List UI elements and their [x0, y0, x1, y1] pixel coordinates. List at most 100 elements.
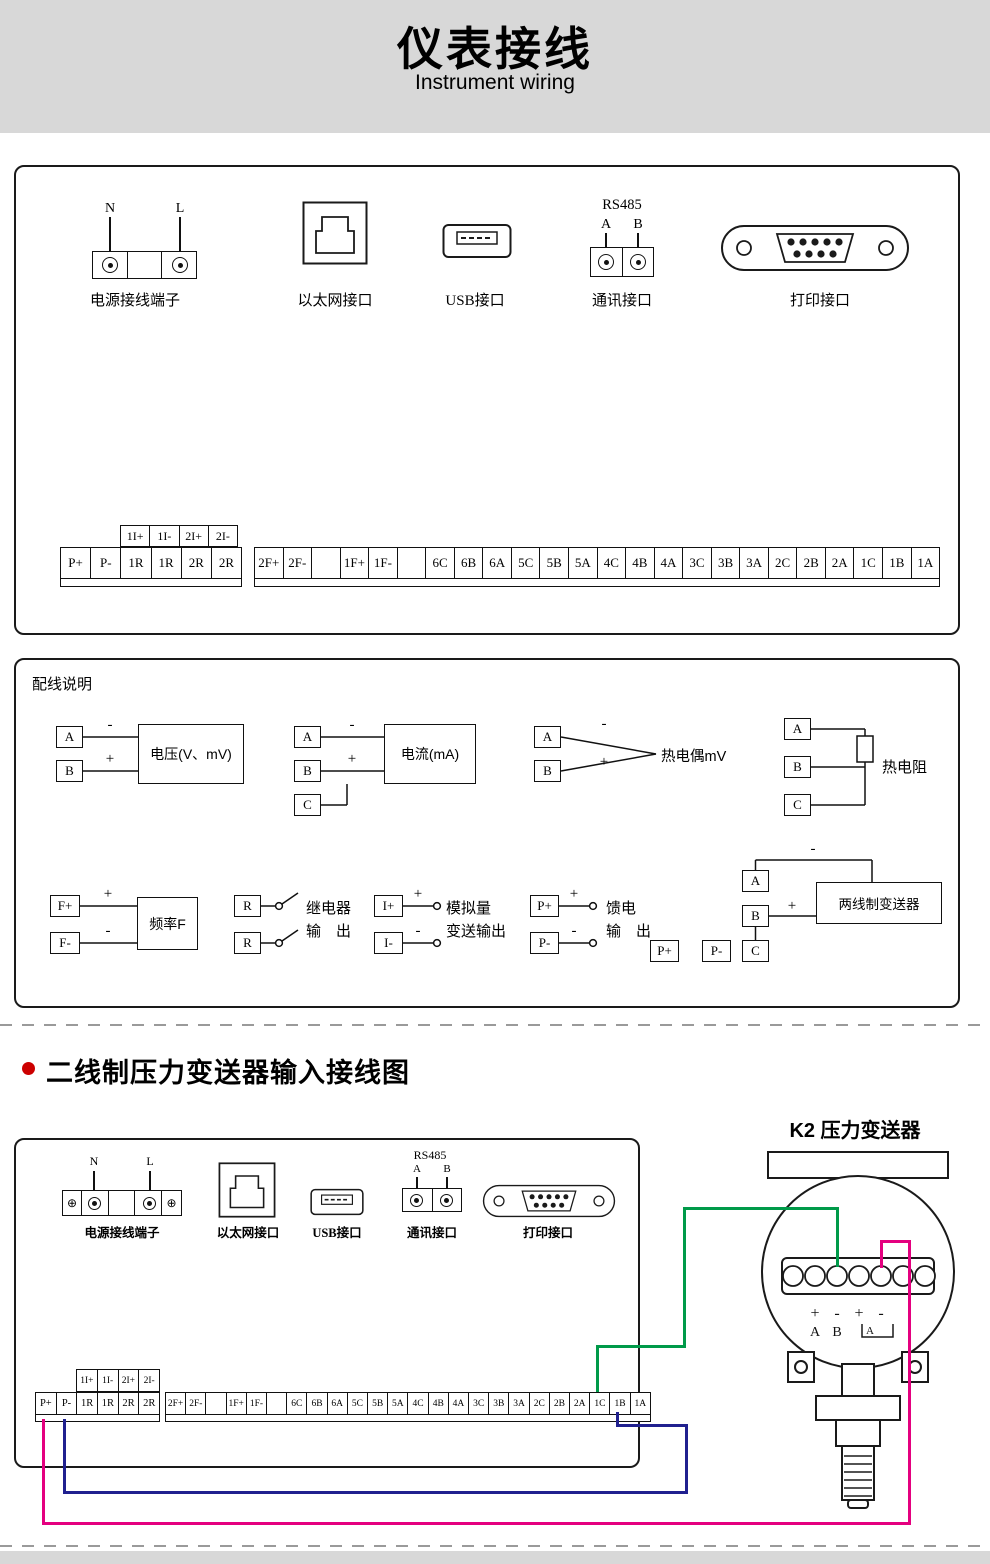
transmitter-label-b: B [832, 1325, 841, 1340]
terminal-cell: 6A [328, 1393, 348, 1414]
red-bullet [22, 1062, 35, 1075]
usb-caption: USB接口 [312, 1226, 362, 1240]
terminal-base [35, 1414, 160, 1422]
terminal-cell: 6C [287, 1393, 308, 1414]
blue-wire [685, 1424, 688, 1494]
minus-sign: - [107, 717, 113, 733]
terminal-cell: 4B [429, 1393, 449, 1414]
rs485-a-lead [416, 1177, 418, 1188]
power-screw-icon [102, 257, 118, 273]
transmitter-sign: - [834, 1305, 839, 1322]
terminal-cell: 3A [509, 1393, 530, 1414]
pressure-transmitter-drawing: + - + - A B A [761, 1151, 955, 1509]
terminal-cell: 2A [826, 548, 855, 578]
ethernet-port-icon [302, 201, 368, 265]
terminal-cell: 5B [540, 548, 570, 578]
terminal-cell: 2B [797, 548, 826, 578]
terminal-cell: 2B [550, 1393, 571, 1414]
plus-sign: + [569, 886, 579, 902]
terminal-cell: 1R [98, 1393, 119, 1414]
terminal-cell: 1R [77, 1393, 99, 1414]
resistor-icon [856, 735, 874, 763]
terminal-cell: 5A [388, 1393, 409, 1414]
printer-port-icon [721, 225, 909, 271]
terminal-cell: 1C [590, 1393, 611, 1414]
terminal-cell: P+ [61, 548, 92, 578]
thermocouple-label: 热电偶mV [661, 749, 727, 765]
terminal-p-plus: P+ [650, 940, 679, 962]
terminal-a: A [56, 726, 83, 748]
printer-caption: 打印接口 [522, 1226, 573, 1240]
footer-gray-band [0, 1551, 990, 1564]
power-caption: 电源接线端子 [84, 1226, 160, 1240]
comm-caption: 通讯接口 [591, 293, 652, 309]
section-heading: 二线制压力变送器输入接线图 [46, 1058, 410, 1088]
minus-sign: - [415, 923, 421, 939]
terminal-base [165, 1414, 651, 1422]
rs485-b-label: B [633, 217, 643, 232]
minus-sign: - [571, 923, 577, 939]
transmitter-sign: + [810, 1305, 819, 1322]
terminal-cell: 2R [143, 1398, 156, 1409]
printer-port-icon [482, 1184, 616, 1218]
terminal-r: R [234, 895, 261, 917]
usb-port-icon [442, 224, 512, 258]
rs485-b-lead [446, 1177, 448, 1188]
terminal-cell: 6B [455, 548, 484, 578]
transmitter-sign: + [854, 1305, 863, 1322]
power-screw-icon [88, 1196, 101, 1210]
comm-caption: 通讯接口 [406, 1226, 457, 1240]
rtd-label: 热电阻 [882, 759, 928, 776]
rs485-a-label: A [413, 1163, 421, 1175]
thread-hatch-lines [844, 1455, 872, 1497]
pink-wire [42, 1522, 911, 1525]
power-caption: 电源接线端子 [89, 293, 180, 309]
terminal-base [254, 578, 940, 587]
analog-output-label: 模拟量 变送输出 [446, 900, 507, 940]
minus-sign: - [601, 716, 607, 732]
plus-sign: + [103, 886, 113, 902]
terminal-cell: 4C [408, 1393, 429, 1414]
terminal-cell: 4A [449, 1393, 470, 1414]
comm-screw-icon [598, 254, 614, 270]
terminal-cell: 1R [152, 548, 182, 578]
usb-port-icon [310, 1188, 364, 1216]
terminal-p-minus: P- [530, 932, 559, 954]
power-l-label: L [175, 201, 185, 216]
terminal-cell: 4A [655, 548, 684, 578]
terminal-cell: 3B [489, 1393, 510, 1414]
green-wire [596, 1345, 686, 1348]
pink-wire [880, 1240, 883, 1268]
pair-bracket-icon [861, 1324, 894, 1338]
current-box: 电流(mA) [384, 724, 476, 784]
plus-sign: + [787, 898, 797, 914]
rs485-a-label: A [600, 217, 612, 232]
wiring-diagram-lines [80, 728, 874, 948]
transmitter-label-a: A [810, 1325, 821, 1340]
terminal-cell: 2F+ [255, 548, 284, 578]
terminal-cell: 5B [368, 1393, 389, 1414]
rs485-label: RS485 [602, 197, 642, 213]
terminal-p-plus: P+ [530, 895, 559, 917]
terminal-b: B [784, 756, 811, 778]
terminal-i-minus: I- [374, 932, 403, 954]
power-l-lead [149, 1171, 151, 1190]
terminal-cell: 1A [634, 1398, 647, 1409]
power-l-lead [179, 217, 181, 251]
wiring-title: 配线说明 [32, 676, 93, 693]
terminal-i-plus: I+ [374, 895, 403, 917]
comm-screw-icon [410, 1193, 423, 1207]
frequency-box: 频率F [137, 897, 198, 950]
terminal-a: A [784, 718, 811, 740]
transmitter-title: K2 压力变送器 [789, 1120, 921, 1142]
page-break-dashed-line [0, 1024, 990, 1026]
minus-sign: - [105, 923, 111, 939]
rs485-a-lead [605, 233, 607, 247]
terminal-cell: P- [57, 1393, 78, 1414]
blue-wire [616, 1424, 688, 1427]
terminal-cell: 2C [530, 1393, 550, 1414]
terminal-cell: 2F- [284, 548, 313, 578]
io-terminal-small-row: 1I+1I-2I+2I- [120, 525, 238, 547]
pink-wire [880, 1240, 911, 1243]
